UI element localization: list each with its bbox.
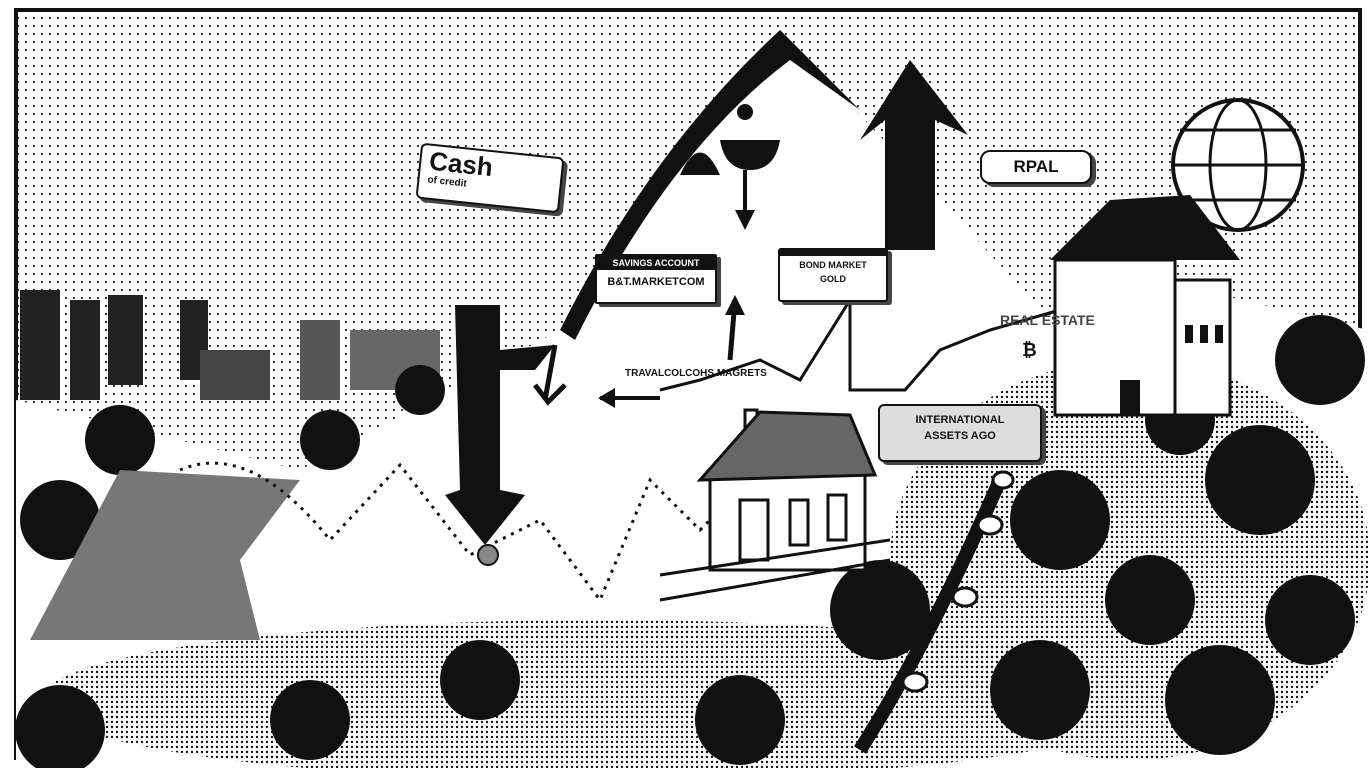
bond-board: BOND MARKET GOLD [778,248,888,302]
cash-sub-label: of credit [426,174,468,190]
real-estate-label: REAL ESTATE [1000,312,1095,328]
international-board-title: INTERNATIONAL [915,414,1005,426]
small-down-arrow [533,344,567,406]
globe-icon [1171,98,1305,232]
bond-board-sub: GOLD [820,274,846,284]
dotted-trend-line [179,461,762,603]
markets-caption: TRAVALCOLCOHS MAGRETS [625,368,767,379]
left-arrow [598,388,660,408]
bond-board-title: BOND MARKET [799,260,867,270]
savings-board-sub: B&T.MARKETCOM [607,276,705,288]
bowl-icon [720,140,780,170]
savings-board-title: SAVINGS ACCOUNT [597,256,715,270]
international-board-sub: ASSETS AGO [924,430,996,442]
big-up-arrow [860,60,968,250]
international-board: INTERNATIONAL ASSETS AGO [878,404,1042,462]
chart-up-arrow [725,295,745,361]
savings-board: SAVINGS ACCOUNT B&T.MARKETCOM [595,254,717,304]
bowl-down-arrow [735,170,755,230]
bell-icon [680,152,720,175]
trend-line [659,294,1061,392]
rock [30,470,300,640]
bitcoin-symbol: ₿ [1022,340,1037,360]
house [659,408,891,602]
path-stepping-stones [901,470,1015,693]
coin-icon [477,544,499,566]
big-down-arrow [445,305,555,545]
city-skyline [20,290,440,400]
coin-stack-icon [737,104,753,120]
building [1050,195,1240,417]
curved-arrow-up [560,30,860,340]
rpal-sign: RPAL [980,150,1092,184]
